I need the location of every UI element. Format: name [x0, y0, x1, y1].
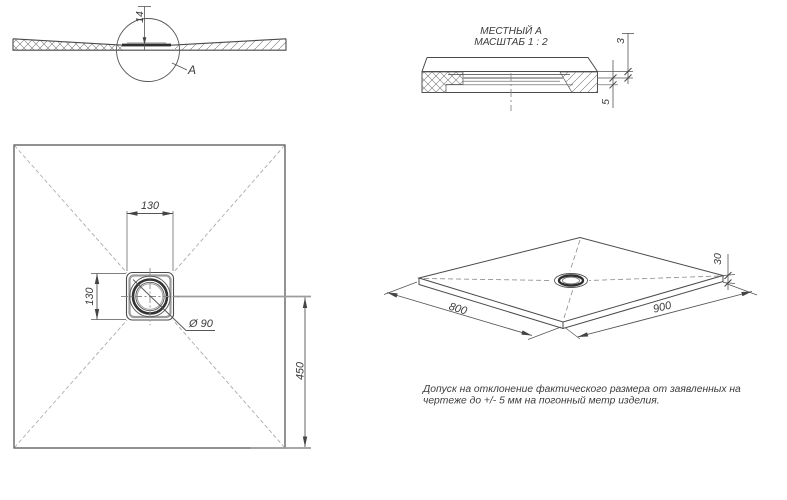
- section-view: A 14: [12, 6, 287, 82]
- section-drain-flange: [122, 43, 171, 47]
- iso-drain: [554, 273, 588, 288]
- dimension-diameter-90: Ø 90: [132, 279, 215, 331]
- detail-view-scale: МАСШТАБ 1 : 2: [474, 37, 548, 48]
- dim-900-label: 900: [652, 299, 674, 315]
- dim-5-label: 5: [600, 99, 612, 105]
- drain-centerlines: [121, 268, 179, 325]
- dim-800-label: 800: [447, 301, 469, 318]
- dim-3-label: 3: [615, 38, 627, 44]
- dimension-14: 14: [134, 6, 151, 50]
- detail-leader-line: [171, 62, 188, 71]
- isometric-view: 800 900 30: [383, 236, 758, 340]
- dimension-800: 800: [383, 281, 562, 340]
- section-outline: [12, 38, 287, 51]
- detail-flange-lines: [446, 74, 573, 86]
- detail-view-title: МЕСТНЫЙ А: [480, 24, 542, 37]
- detail-label: A: [187, 63, 196, 77]
- dim-14-label: 14: [134, 11, 146, 23]
- dimension-3: 3: [597, 33, 634, 84]
- dim-130-top-label: 130: [141, 200, 159, 212]
- dim-130-left-label: 130: [84, 287, 96, 305]
- section-crosshatch-area: [13, 39, 122, 50]
- dimension-5: 5: [597, 60, 618, 108]
- dimension-130-top: 130: [126, 200, 174, 271]
- dim-450-label: 450: [295, 362, 307, 380]
- section-diaghatch-area: [175, 39, 286, 50]
- dim-30-label: 30: [712, 253, 724, 265]
- slope-diagonals: [14, 145, 285, 448]
- dimension-30: 30: [712, 253, 736, 290]
- dimension-900: 900: [564, 283, 758, 340]
- iso-slope-diagonals: [423, 239, 720, 319]
- tolerance-note: Допуск на отклонение фактического размер…: [422, 383, 741, 407]
- plan-view: 450 130 130 Ø 90: [13, 144, 311, 449]
- detail-circle: [116, 18, 180, 82]
- tolerance-note-line1: Допуск на отклонение фактического размер…: [422, 383, 741, 395]
- dimension-130-left: 130: [84, 273, 126, 320]
- iso-side-faces: [418, 275, 724, 330]
- detail-crosshatch-area: [421, 71, 464, 93]
- tolerance-note-line2: чертеже до +/- 5 мм на погонный метр изд…: [423, 396, 660, 407]
- detail-diaghatch-area: [559, 71, 598, 93]
- detail-view-a: МЕСТНЫЙ А МАСШТАБ 1 : 2 3 5: [421, 24, 634, 111]
- dimension-450: 450: [155, 295, 311, 449]
- dim-diameter-label: Ø 90: [188, 318, 214, 330]
